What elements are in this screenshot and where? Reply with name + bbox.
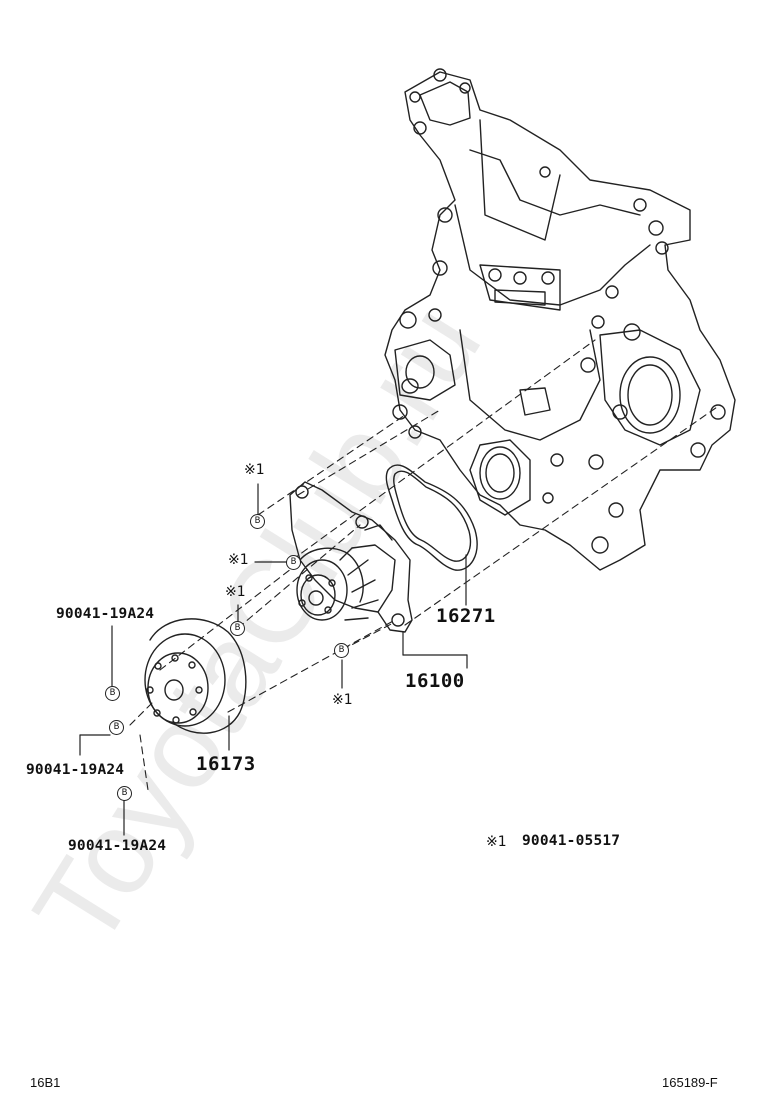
ref-mark-2: ※1 <box>228 552 249 568</box>
ref-mark-1: ※1 <box>244 462 265 478</box>
ref-mark-3: ※1 <box>225 584 246 600</box>
part-number-16173[interactable]: 16173 <box>196 753 256 775</box>
leader-lines <box>79 483 468 836</box>
part-number-16271[interactable]: 16271 <box>436 605 496 627</box>
timing-cover <box>384 68 736 571</box>
note-part-number[interactable]: 90041-05517 <box>522 833 621 849</box>
bolt-part-number-bottom[interactable]: 90041-19A24 <box>68 838 167 854</box>
water-pump <box>289 481 413 633</box>
bolt-mark-2: B <box>286 555 301 570</box>
bolt-part-number-middle[interactable]: 90041-19A24 <box>26 762 125 778</box>
bolt-mark-5: B <box>105 686 120 701</box>
bolt-mark-3: B <box>230 621 245 636</box>
footer-right-code: 165189-F <box>662 1075 718 1090</box>
ref-mark-4: ※1 <box>332 692 353 708</box>
note-reference-mark: ※1 <box>486 834 507 850</box>
water-pump-gasket <box>385 464 478 571</box>
bolt-mark-7: B <box>117 786 132 801</box>
bolt-mark-4: B <box>334 643 349 658</box>
bolt-mark-6: B <box>109 720 124 735</box>
bolt-part-number-top[interactable]: 90041-19A24 <box>56 606 155 622</box>
part-number-16100[interactable]: 16100 <box>405 670 465 692</box>
footer-left-code: 16B1 <box>30 1075 61 1090</box>
bolt-mark-1: B <box>250 514 265 529</box>
assembly-lines <box>129 339 721 791</box>
water-pump-pulley <box>144 618 247 734</box>
